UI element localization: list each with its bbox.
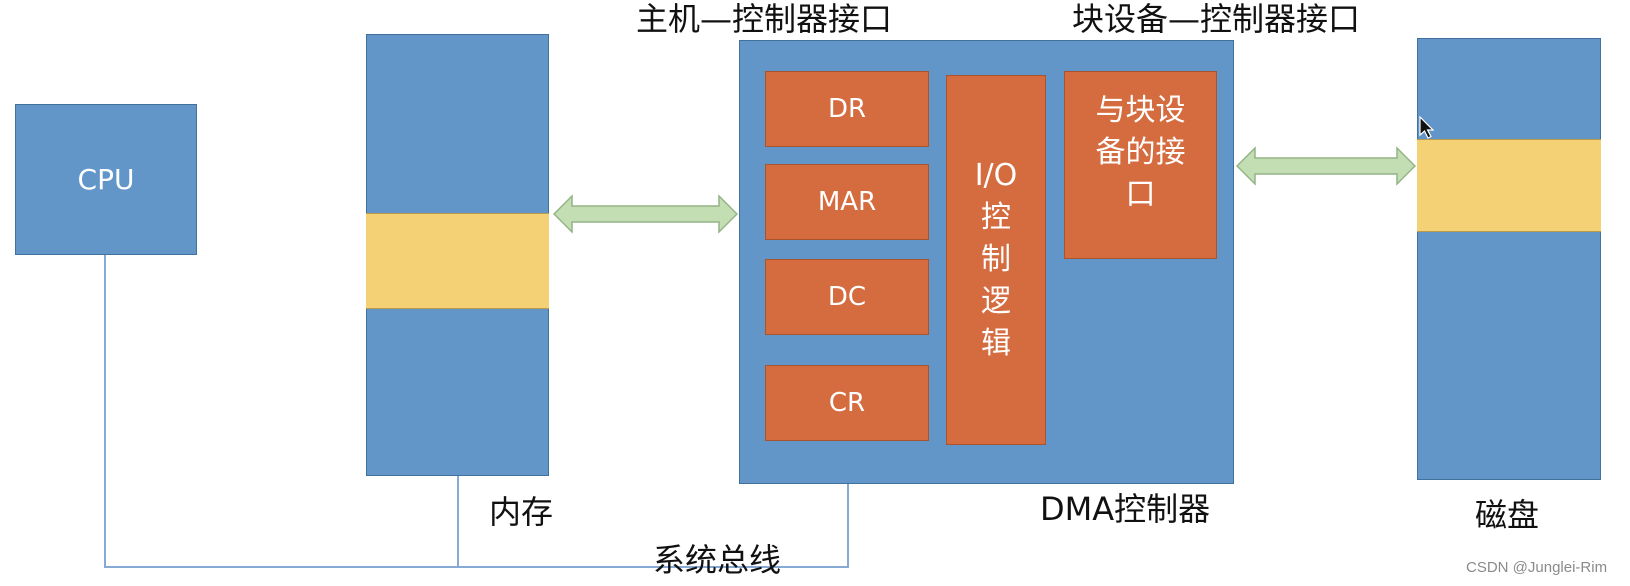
disk-buffer-region — [1417, 139, 1601, 232]
bus-line-horizontal — [104, 566, 849, 568]
cursor-icon — [1419, 116, 1435, 139]
register-mar: MAR — [765, 164, 929, 240]
block-device-interface: 与块设 备的接 口 — [1064, 71, 1217, 259]
register-dr-label: DR — [827, 94, 867, 124]
cpu-box: CPU — [15, 104, 197, 255]
bus-line-dma — [847, 484, 849, 567]
register-cr: CR — [765, 365, 929, 441]
io-control-logic-line: 辑 — [981, 326, 1011, 361]
block-device-interface-line: 备的接 — [1095, 135, 1186, 170]
double-arrow-icon — [553, 194, 738, 234]
dma-controller-label: DMA控制器 — [1040, 490, 1211, 528]
io-control-logic-line: 逻 — [981, 284, 1011, 319]
bus-line-memory — [457, 476, 459, 567]
watermark: CSDN @Junglei-Rim — [1466, 559, 1608, 576]
cpu-label: CPU — [77, 163, 135, 196]
disk-block — [1417, 38, 1601, 480]
block-device-interface-line: 与块设 — [1095, 93, 1186, 128]
disk-label: 磁盘 — [1475, 496, 1540, 534]
register-mar-label: MAR — [817, 187, 877, 217]
memory-label: 内存 — [489, 493, 554, 531]
io-control-logic-line: 控 — [981, 200, 1011, 235]
register-dc-label: DC — [827, 282, 867, 312]
io-control-logic-line: I/O — [974, 158, 1018, 193]
io-control-logic: I/O 控 制 逻 辑 — [946, 75, 1046, 445]
double-arrow-icon — [1236, 146, 1416, 186]
memory-buffer-region — [366, 213, 549, 309]
memory-block — [366, 34, 549, 476]
system-bus-label: 系统总线 — [653, 541, 782, 579]
register-cr-label: CR — [828, 388, 866, 418]
dma-controller-box: DR MAR DC CR I/O 控 制 逻 辑 与块设 备的接 口 — [739, 40, 1234, 484]
bus-line-cpu — [104, 255, 106, 568]
register-dc: DC — [765, 259, 929, 335]
host-controller-interface-label: 主机—控制器接口 — [636, 0, 893, 38]
block-device-controller-interface-label: 块设备—控制器接口 — [1072, 0, 1361, 38]
io-control-logic-line: 制 — [981, 242, 1011, 277]
register-dr: DR — [765, 71, 929, 147]
block-device-interface-line: 口 — [1125, 177, 1156, 212]
